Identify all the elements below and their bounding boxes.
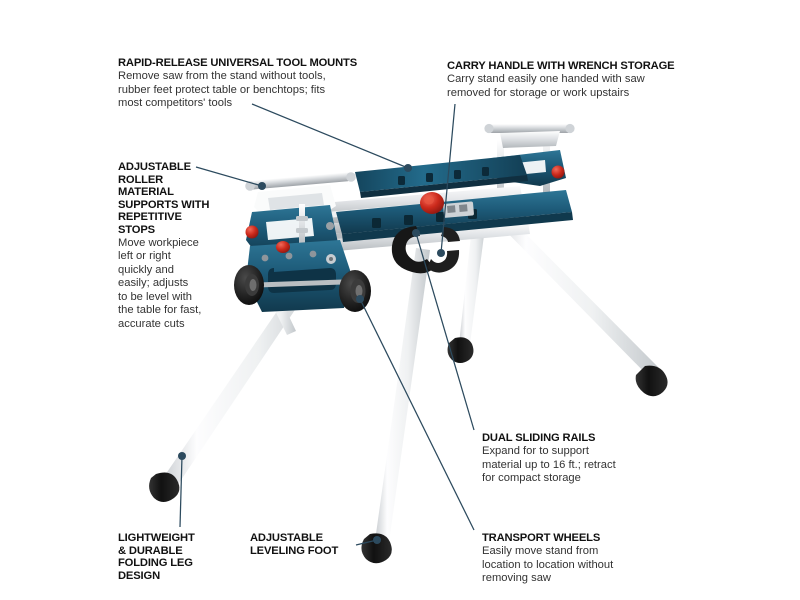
knob-red-left (245, 225, 259, 239)
callout-dual-sliding-rails-body: Expand for to support material up to 16 … (482, 445, 616, 484)
knob-red-right (551, 165, 565, 179)
callout-carry-handle-body: Carry stand easily one handed with saw r… (447, 73, 645, 99)
callout-carry-handle: CARRY HANDLE WITH WRENCH STORAGE Carry s… (447, 60, 705, 100)
callout-tool-mounts-body: Remove saw from the stand without tools,… (118, 70, 326, 109)
knob-red-center (420, 192, 444, 214)
callout-transport-wheels: TRANSPORT WHEELS Easily move stand from … (482, 532, 697, 585)
callout-roller-supports-heading: ADJUSTABLE ROLLER MATERIAL SUPPORTS WITH… (118, 161, 210, 236)
callout-roller-supports-body: Move workpiece left or right quickly and… (118, 237, 202, 330)
callout-transport-wheels-body: Easily move stand from location to locat… (482, 545, 614, 584)
callout-lightweight-legs-heading: LIGHTWEIGHT & DURABLE FOLDING LEG DESIGN (118, 532, 195, 582)
leg-center-right (361, 248, 430, 564)
leader-dots (178, 164, 445, 544)
callout-dual-sliding-rails-heading: DUAL SLIDING RAILS (482, 432, 596, 444)
transport-wheel-left (234, 265, 264, 305)
callout-roller-supports: ADJUSTABLE ROLLER MATERIAL SUPPORTS WITH… (118, 161, 236, 331)
callout-lightweight-legs: LIGHTWEIGHT & DURABLE FOLDING LEG DESIGN (118, 532, 238, 582)
callout-carry-handle-heading: CARRY HANDLE WITH WRENCH STORAGE (447, 60, 675, 72)
callout-leveling-foot: ADJUSTABLE LEVELING FOOT (250, 532, 380, 557)
carry-handle (391, 226, 460, 274)
leg-front-right (447, 208, 487, 363)
callout-tool-mounts-heading: RAPID-RELEASE UNIVERSAL TOOL MOUNTS (118, 57, 358, 69)
callout-tool-mounts: RAPID-RELEASE UNIVERSAL TOOL MOUNTS Remo… (118, 57, 418, 110)
callout-dual-sliding-rails: DUAL SLIDING RAILS Expand for to support… (482, 432, 702, 485)
leg-rear-right (487, 205, 668, 397)
callout-transport-wheels-heading: TRANSPORT WHEELS (482, 532, 601, 544)
leader-lines (179, 103, 475, 546)
main-frame (300, 155, 573, 274)
transport-wheel-right (339, 270, 371, 312)
wheel-carriage (234, 240, 371, 312)
callout-leveling-foot-heading: ADJUSTABLE LEVELING FOOT (250, 532, 339, 557)
